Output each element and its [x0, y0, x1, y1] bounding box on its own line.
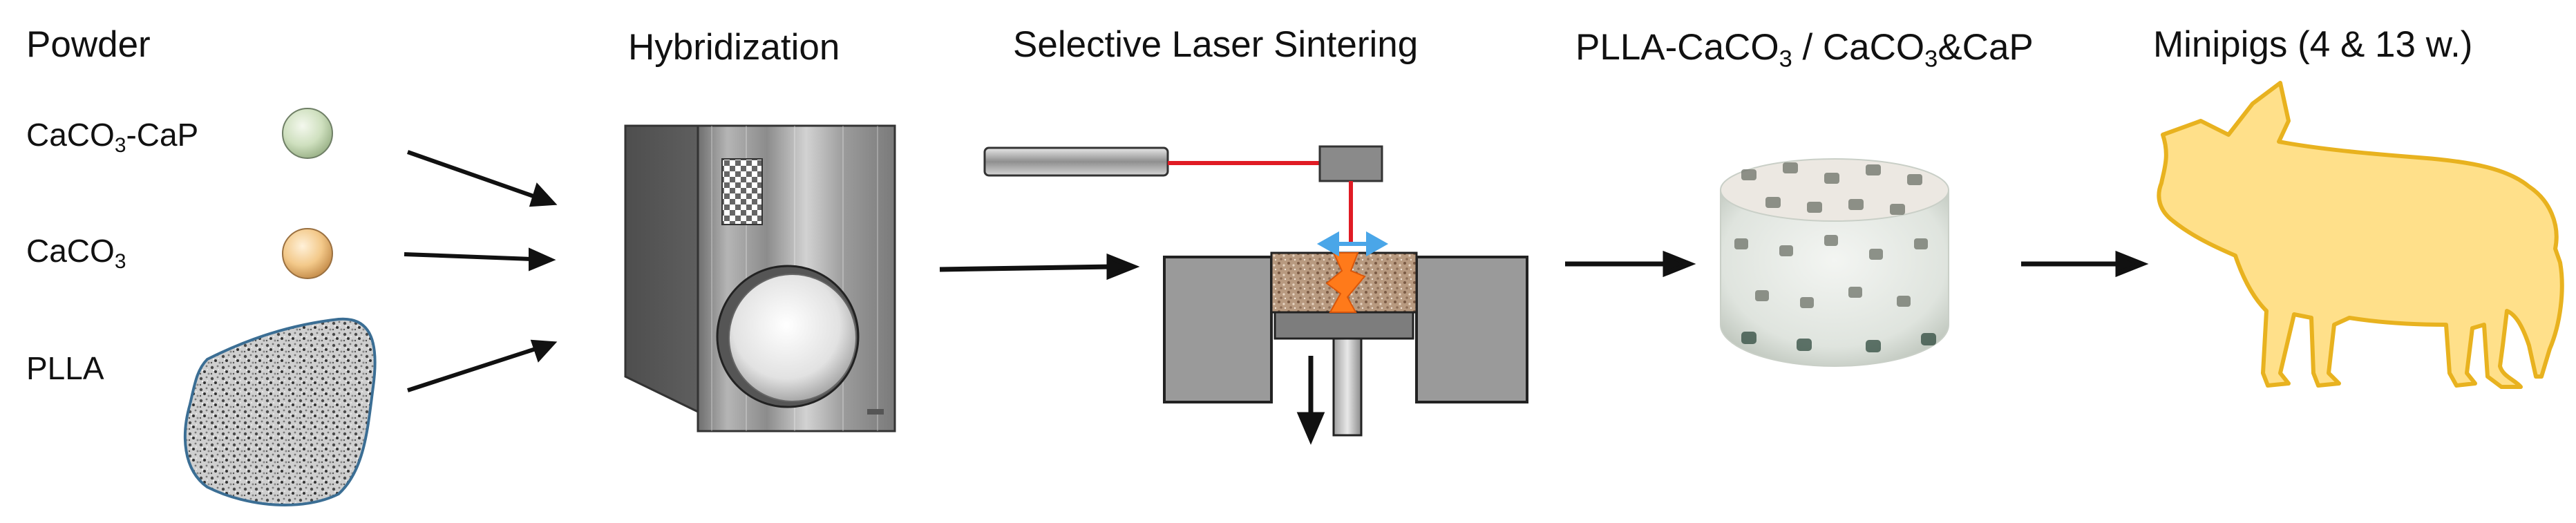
powder-label-text: CaCO — [26, 117, 115, 153]
arrow-head — [530, 339, 558, 363]
sls-title: Selective Laser Sintering — [1013, 24, 1419, 65]
piston — [1332, 337, 1363, 437]
sls-setup — [983, 145, 1528, 445]
recoater-arrow — [1316, 231, 1389, 257]
powder-label-suffix: -CaP — [126, 117, 199, 153]
powder-label-text: PLLA — [26, 350, 104, 386]
build-platform — [1273, 311, 1414, 340]
arrow-to-minipig — [2021, 250, 2149, 278]
product-title-part3: &CaP — [1938, 27, 2034, 68]
hybridizer-machine-icon — [624, 124, 896, 432]
product-title: PLLA-CaCO3 / CaCO3&CaP — [1575, 27, 2034, 71]
arrows-to-hybridizer — [404, 150, 558, 392]
arrow-to-sls — [939, 253, 1140, 280]
powder-label-text: CaCO — [26, 233, 115, 269]
hybridization-title: Hybridization — [628, 27, 840, 68]
powder-label-sub: 3 — [114, 133, 126, 157]
powder-particles — [183, 108, 377, 506]
arrow — [407, 150, 536, 199]
arrow-head — [529, 182, 558, 207]
product-title-part1: PLLA-CaCO — [1575, 27, 1779, 68]
powder-label-caco3-cap: CaCO3-CaP — [26, 117, 199, 155]
platform-down-arrow — [1296, 356, 1325, 445]
polymer-particle-icon — [183, 317, 377, 506]
powder-label-plla: PLLA — [26, 352, 104, 384]
arrow-to-scaffold — [1565, 250, 1696, 278]
sphere-icon — [282, 228, 333, 279]
arrow — [404, 252, 533, 261]
checker-window — [721, 158, 763, 225]
arrow — [407, 347, 536, 392]
sphere-icon — [282, 108, 333, 159]
product-title-sub1: 3 — [1779, 46, 1792, 73]
minipigs-title: Minipigs (4 & 13 w.) — [2153, 24, 2473, 65]
arrow-head — [529, 247, 556, 272]
pig-icon — [2157, 81, 2564, 389]
scanner-head — [1318, 145, 1383, 182]
powder-label-sub: 3 — [114, 249, 126, 273]
laser-source-icon — [983, 146, 1169, 177]
build-chamber-icon — [1163, 231, 1528, 445]
product-title-sub2: 3 — [1924, 46, 1938, 73]
scaffold-cylinder-icon — [1720, 158, 1949, 367]
powder-label-caco3: CaCO3 — [26, 233, 126, 272]
product-title-part2: / CaCO — [1792, 27, 1925, 68]
powder-title: Powder — [26, 24, 151, 65]
hybridizer-disc — [728, 274, 857, 402]
laser-spot — [1325, 252, 1366, 313]
